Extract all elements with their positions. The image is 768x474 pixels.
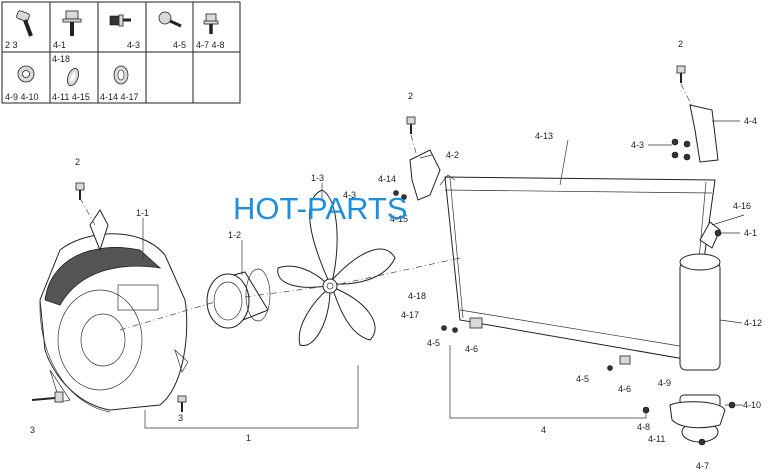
callout-4-6-left: 4-6	[465, 344, 478, 354]
callout-labels: 2 3 4-1 4-3 4-5 4-7 4-8 4-18 4-9 4-10 4-…	[5, 39, 762, 471]
watermark-text: HOT-PARTS	[233, 191, 408, 226]
callout-4-18: 4-18	[408, 291, 426, 301]
bolt-2-top	[676, 65, 686, 83]
fan-motor-1-2	[206, 268, 271, 329]
callout-1-2: 1-2	[228, 230, 241, 240]
callout-4-4: 4-4	[744, 116, 757, 126]
callout-1-3: 1-3	[311, 173, 324, 183]
callout-4-3-right: 4-3	[631, 140, 644, 150]
callout-4-2: 4-2	[446, 150, 459, 160]
small-fasteners-cluster	[393, 138, 736, 446]
callout-4-5-right: 4-5	[576, 374, 589, 384]
bolt-icon	[16, 10, 33, 37]
legend-label-4-14-4-17: 4-14 4-17	[100, 92, 139, 102]
legend-label-4-18: 4-18	[52, 54, 70, 64]
hex-bolt-washer-icon	[109, 14, 131, 27]
assembly-center-lines	[79, 83, 693, 331]
callout-4-5-left: 4-5	[427, 338, 440, 348]
bolt-washer-icon	[203, 13, 219, 34]
bolt-3-right	[177, 395, 187, 412]
legend-label-4-5: 4-5	[173, 40, 186, 50]
callout-1-1: 1-1	[136, 208, 149, 218]
callout-4-3-upper: 4-3	[343, 190, 356, 200]
bracket-4-2	[409, 149, 441, 201]
callout-4-14: 4-14	[378, 174, 396, 184]
callout-2-top: 2	[678, 39, 683, 49]
callout-2-shroud: 2	[75, 157, 80, 167]
fastener-legend-grid	[1, 1, 241, 104]
callout-4-9: 4-9	[658, 378, 671, 388]
bolt-2-bracket	[406, 116, 416, 134]
bolt-3-left	[31, 391, 64, 403]
flat-washer-icon	[113, 65, 129, 85]
callout-4-7: 4-7	[696, 461, 709, 471]
leader-lines	[142, 120, 745, 429]
legend-label-4-9-4-10: 4-9 4-10	[5, 92, 39, 102]
callout-4-13: 4-13	[535, 131, 553, 141]
callout-3-right: 3	[178, 413, 183, 423]
spring-washer-icon	[66, 67, 80, 87]
legend-label-4-3: 4-3	[127, 40, 140, 50]
screw-icon	[158, 11, 182, 28]
bracket-4-4	[689, 104, 719, 163]
legend-label-4-7-4-8: 4-7 4-8	[196, 40, 225, 50]
nut-icon	[17, 65, 35, 83]
callout-4-17: 4-17	[401, 310, 419, 320]
clamp-4-11	[669, 401, 726, 429]
callout-3-left: 3	[30, 425, 35, 435]
legend-label-4-1: 4-1	[53, 40, 66, 50]
callout-4-15: 4-15	[390, 214, 408, 224]
fan-shroud-1-1	[39, 209, 189, 413]
callout-1: 1	[246, 433, 251, 443]
fan-blade-1-3	[277, 189, 396, 346]
callout-4: 4	[541, 425, 546, 435]
flange-bolt-icon	[62, 10, 82, 36]
callout-4-6-right: 4-6	[618, 384, 631, 394]
legend-label-4-11-4-15: 4-11 4-15	[52, 92, 90, 102]
callout-4-10: 4-10	[743, 400, 761, 410]
callout-4-11: 4-11	[648, 434, 665, 444]
callout-4-1: 4-1	[744, 228, 757, 238]
condenser-4-13	[439, 174, 716, 361]
callout-4-12: 4-12	[744, 318, 762, 328]
legend-label-2-3: 2 3	[5, 40, 18, 50]
callout-4-8: 4-8	[637, 422, 650, 432]
callout-2-bracket: 2	[408, 91, 413, 101]
callout-4-16: 4-16	[733, 201, 751, 211]
bolt-2-shroud	[75, 182, 85, 200]
